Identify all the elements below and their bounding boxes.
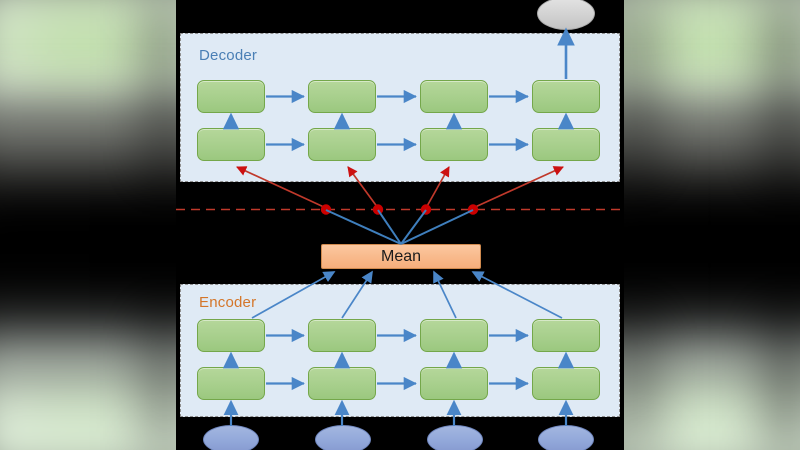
latent-line-dots	[320, 204, 479, 215]
backdrop-edge-fade-inner	[624, 0, 658, 450]
mean-label: Mean	[380, 247, 422, 265]
encoder-cell-l1-t3	[420, 367, 488, 400]
encoder-cell-l1-t1	[197, 367, 265, 400]
slide-canvas: Decoder Mean Encoder	[176, 0, 624, 450]
decoder-cell-l2-t3	[420, 80, 488, 113]
encoder-cell-l2-t4	[532, 319, 600, 352]
decoder-cell-l1-t2	[308, 128, 376, 161]
input-node-ellipse-3	[427, 425, 483, 450]
background-blur-left	[0, 0, 176, 450]
encoder-label: Encoder	[199, 294, 257, 311]
encoder-cell-l2-t1	[197, 319, 265, 352]
background-blur-right	[624, 0, 800, 450]
encoder-cell-l1-t2	[308, 367, 376, 400]
input-node-ellipse-1	[203, 425, 259, 450]
encoder-cell-l2-t2	[308, 319, 376, 352]
backdrop-edge-fade-outer	[760, 0, 800, 450]
encoder-cell-l1-t4	[532, 367, 600, 400]
decoder-cell-l1-t3	[420, 128, 488, 161]
mean-to-latent-lines	[325, 209, 474, 245]
mean-pooling-box: Mean	[321, 244, 481, 269]
decoder-cell-l1-t4	[532, 128, 600, 161]
decoder-cell-l2-t4	[532, 80, 600, 113]
encoder-cell-l2-t3	[420, 319, 488, 352]
decoder-label: Decoder	[199, 47, 258, 64]
decoder-cell-l1-t1	[197, 128, 265, 161]
output-node-ellipse	[537, 0, 595, 30]
decoder-cell-l2-t1	[197, 80, 265, 113]
input-node-ellipse-2	[315, 425, 371, 450]
decoder-cell-l2-t2	[308, 80, 376, 113]
backdrop-edge-fade	[142, 0, 176, 450]
input-node-ellipse-4	[538, 425, 594, 450]
